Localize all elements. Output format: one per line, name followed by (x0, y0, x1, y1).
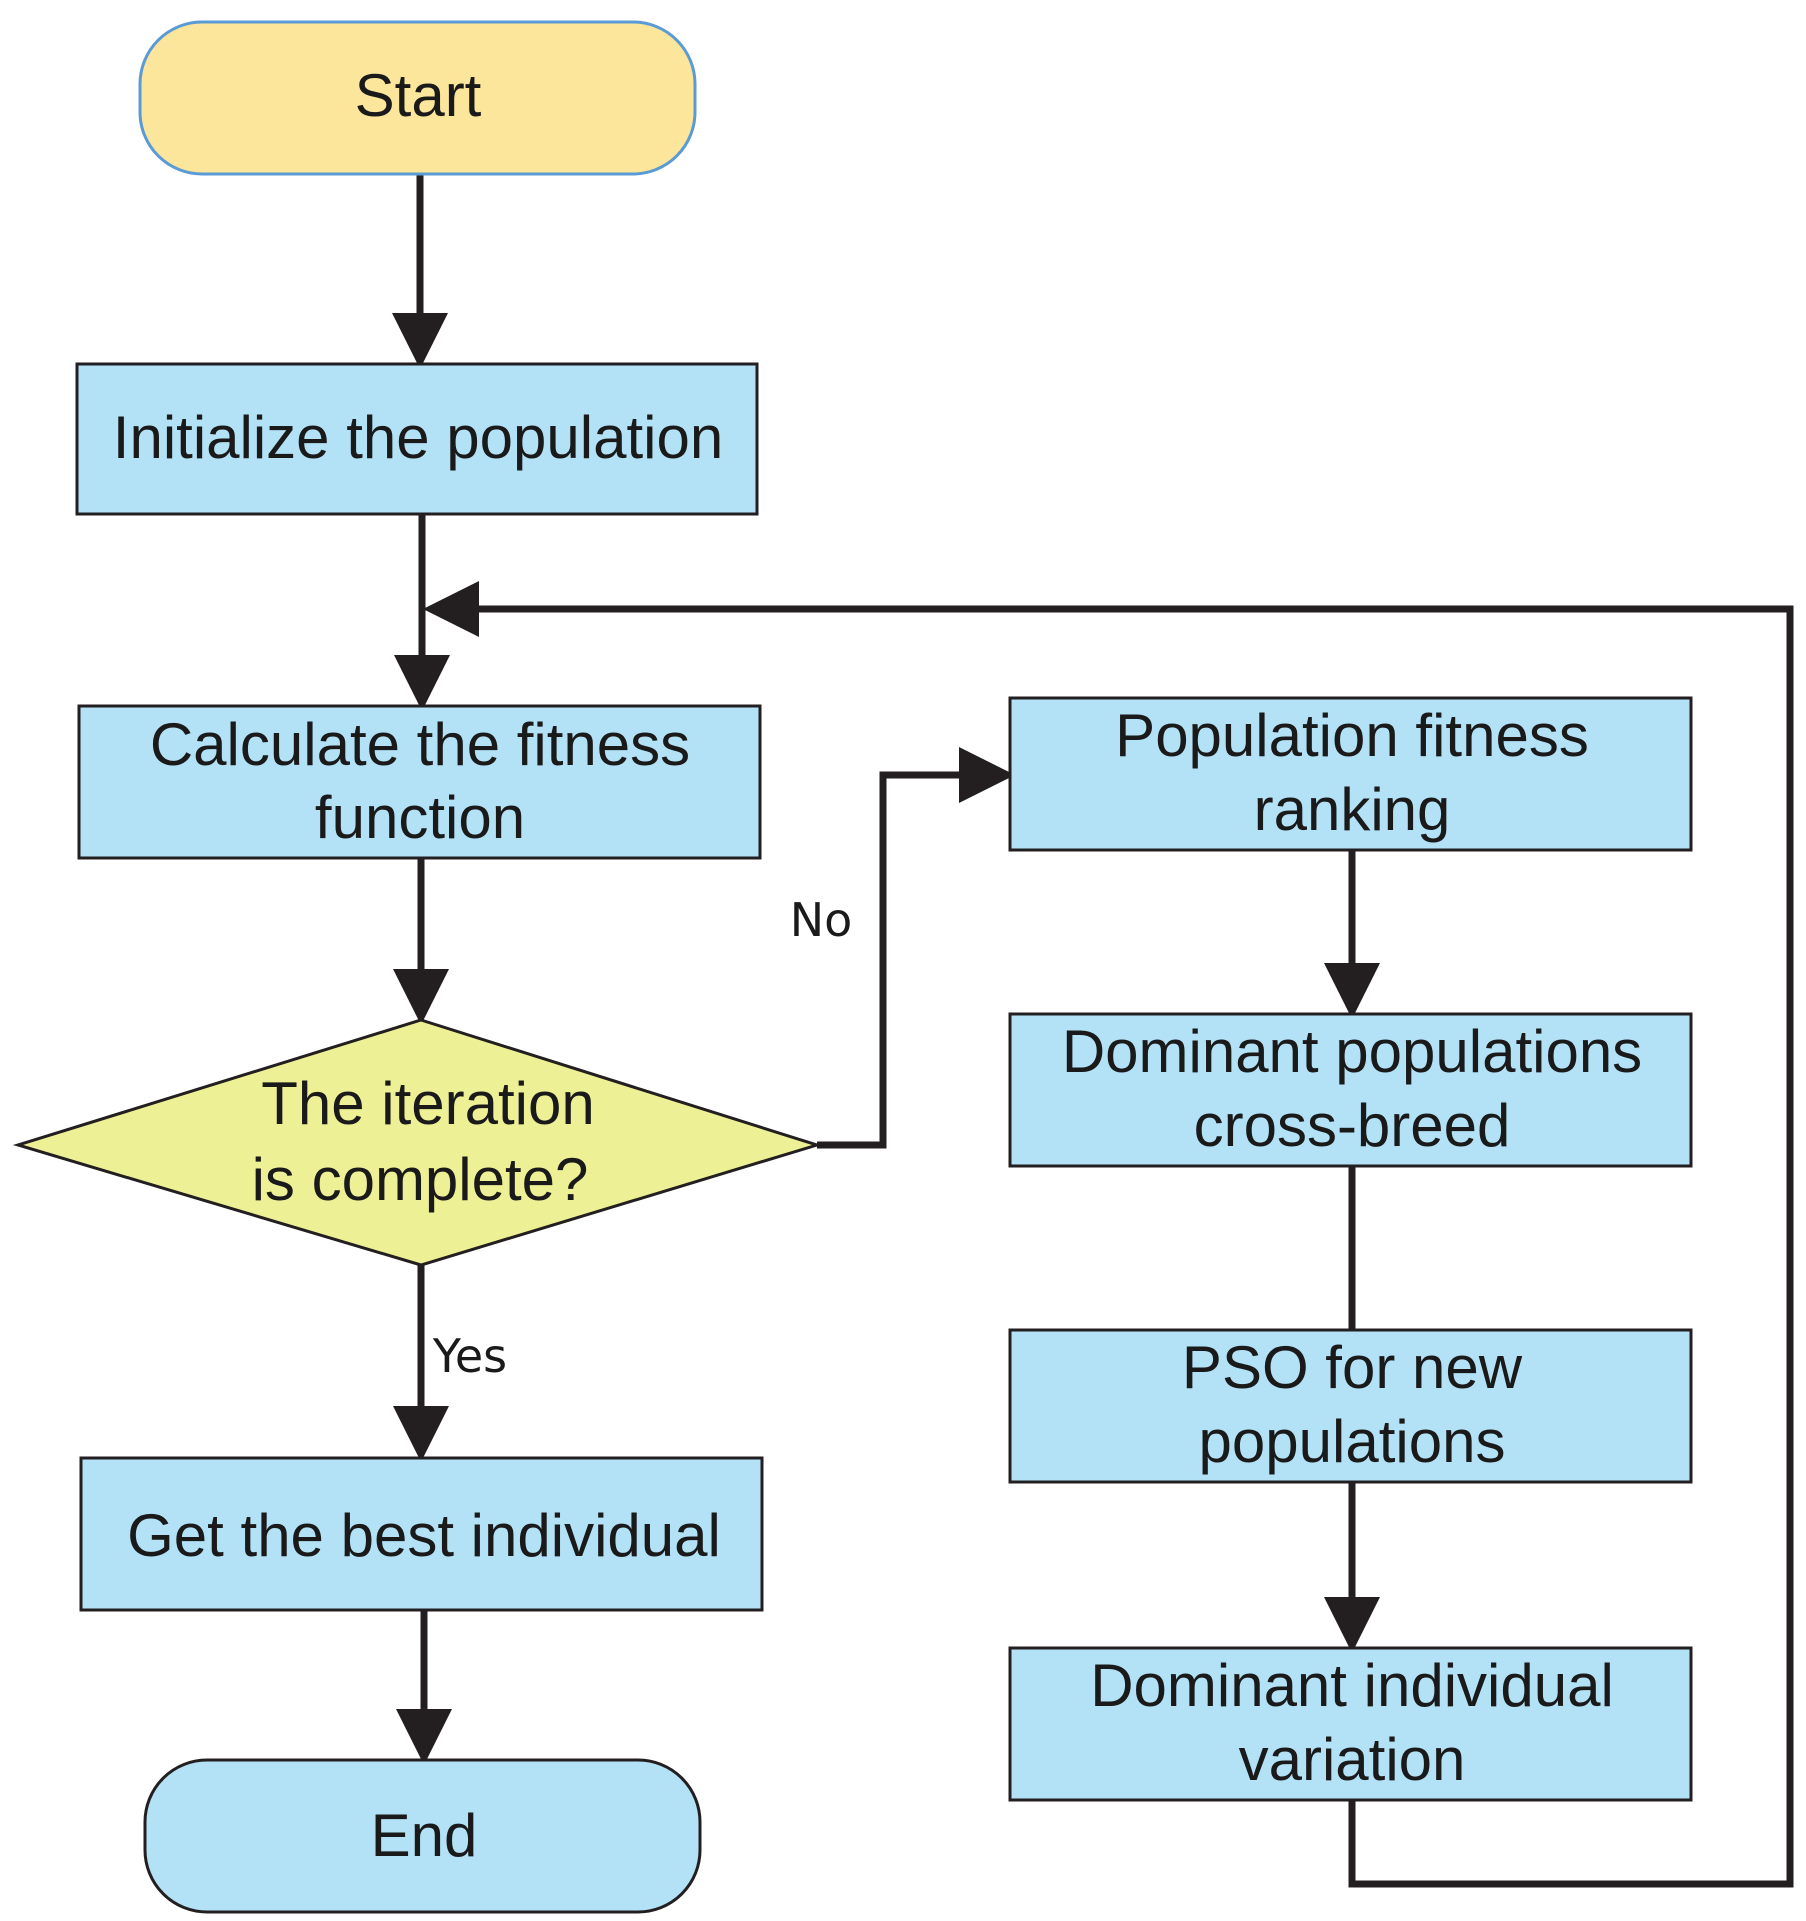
start-shape (138, 20, 697, 176)
start-terminal: Start (138, 20, 697, 176)
variation-process: Dominant individual variation (1008, 1646, 1693, 1802)
ranking-label-line-2: ranking (1254, 776, 1451, 843)
ranking-label-line-1: Population fitness (1115, 702, 1589, 769)
fitness-calc-label-line-1: Calculate the fitness (150, 711, 690, 778)
pso-label-line-2: populations (1199, 1408, 1506, 1475)
pso-process: PSO for new populations (1008, 1328, 1693, 1484)
crossbreed-shape (1008, 1012, 1693, 1168)
end-terminal: End (143, 1758, 702, 1914)
decision-label-line-2: is complete? (252, 1146, 589, 1213)
best-individual-process: Get the best individual (79, 1456, 764, 1612)
init-shape (75, 362, 759, 516)
pso-label-line-1: PSO for new (1182, 1334, 1523, 1401)
pso-shape (1008, 1328, 1693, 1484)
edge-label-yes: Yes (432, 1329, 507, 1383)
edge-variation-loop-back (423, 581, 1794, 1888)
ranking-shape (1008, 696, 1693, 852)
fitness-calc-label-line-2: function (315, 784, 525, 851)
best-shape (79, 1456, 764, 1612)
end-label: End (371, 1802, 478, 1869)
edges (392, 174, 1794, 1888)
variation-label-line-1: Dominant individual (1090, 1652, 1614, 1719)
fitness-calc-process: Calculate the fitness function (77, 704, 762, 860)
decision-shape (12, 1018, 823, 1267)
iteration-decision: The iteration is complete? (12, 1018, 823, 1267)
decision-label-line-1: The iteration (261, 1070, 595, 1137)
start-label: Start (355, 62, 482, 129)
crossbreed-label-line-1: Dominant populations (1062, 1018, 1642, 1085)
edge-label-no: No (790, 893, 853, 947)
ranking-process: Population fitness ranking (1008, 696, 1693, 852)
crossbreed-label-line-2: cross-breed (1194, 1092, 1511, 1159)
variation-label-line-2: variation (1239, 1726, 1466, 1793)
fitness-calc-shape (77, 704, 762, 860)
best-label: Get the best individual (127, 1502, 721, 1569)
end-shape (143, 1758, 702, 1914)
variation-shape (1008, 1646, 1693, 1802)
crossbreed-process: Dominant populations cross-breed (1008, 1012, 1693, 1168)
init-label: Initialize the population (113, 404, 723, 471)
edge-decision-no-to-ranking (817, 747, 1015, 1149)
init-process: Initialize the population (75, 362, 759, 516)
